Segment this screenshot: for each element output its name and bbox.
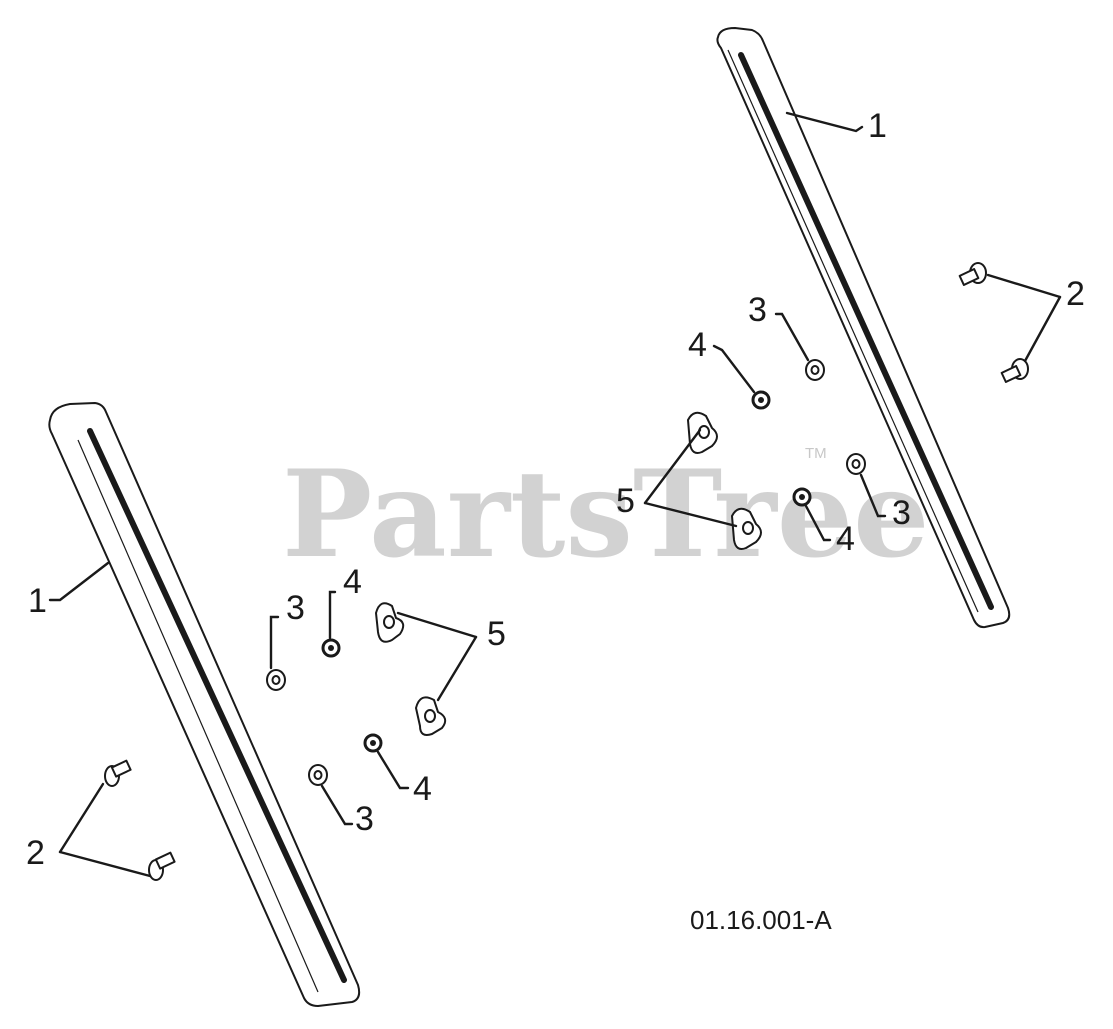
wing-nut-icon <box>415 696 447 736</box>
callout-right-washer-upper: 3 <box>748 291 767 329</box>
callout-left-bolts: 2 <box>26 834 45 872</box>
callout-left-washer-lower: 3 <box>355 800 374 838</box>
carriage-bolt-icon <box>104 759 132 787</box>
hex-nut-icon <box>321 638 341 658</box>
carriage-bolt-icon <box>958 262 987 286</box>
callout-left-nut-lower: 4 <box>413 770 432 808</box>
flat-washer-icon <box>846 453 866 475</box>
callout-right-nut-upper: 4 <box>688 326 707 364</box>
hex-nut-icon <box>363 733 383 753</box>
carriage-bolt-icon <box>148 851 176 881</box>
figure-code: 01.16.001-A <box>690 905 832 935</box>
callout-right-bolts: 2 <box>1066 275 1085 313</box>
leader-lines <box>48 111 1062 878</box>
flat-washer-icon <box>266 669 286 691</box>
watermark-trademark: TM <box>805 445 827 462</box>
flat-washer-icon <box>308 764 328 786</box>
wing-nut-icon <box>687 411 718 454</box>
callout-left-rail: 1 <box>28 582 47 620</box>
callout-right-rail: 1 <box>868 107 887 145</box>
callout-right-nut-lower: 4 <box>836 520 855 558</box>
callout-left-washer-upper: 3 <box>286 589 305 627</box>
hex-nut-icon <box>792 487 812 507</box>
wing-nut-icon <box>731 507 762 550</box>
wing-nut-icon <box>375 602 405 643</box>
hex-nut-icon <box>751 390 771 410</box>
flat-washer-icon <box>805 359 825 381</box>
right-guide-rail <box>716 27 1011 629</box>
carriage-bolt-icon <box>1000 358 1029 383</box>
watermark-text: PartsTree <box>282 444 929 585</box>
callout-left-wingnuts: 5 <box>487 615 506 653</box>
callout-right-wingnuts: 5 <box>616 482 635 520</box>
callout-right-washer-lower: 3 <box>892 494 911 532</box>
left-guide-rail <box>48 402 361 1007</box>
callout-left-nut-upper: 4 <box>343 563 362 601</box>
